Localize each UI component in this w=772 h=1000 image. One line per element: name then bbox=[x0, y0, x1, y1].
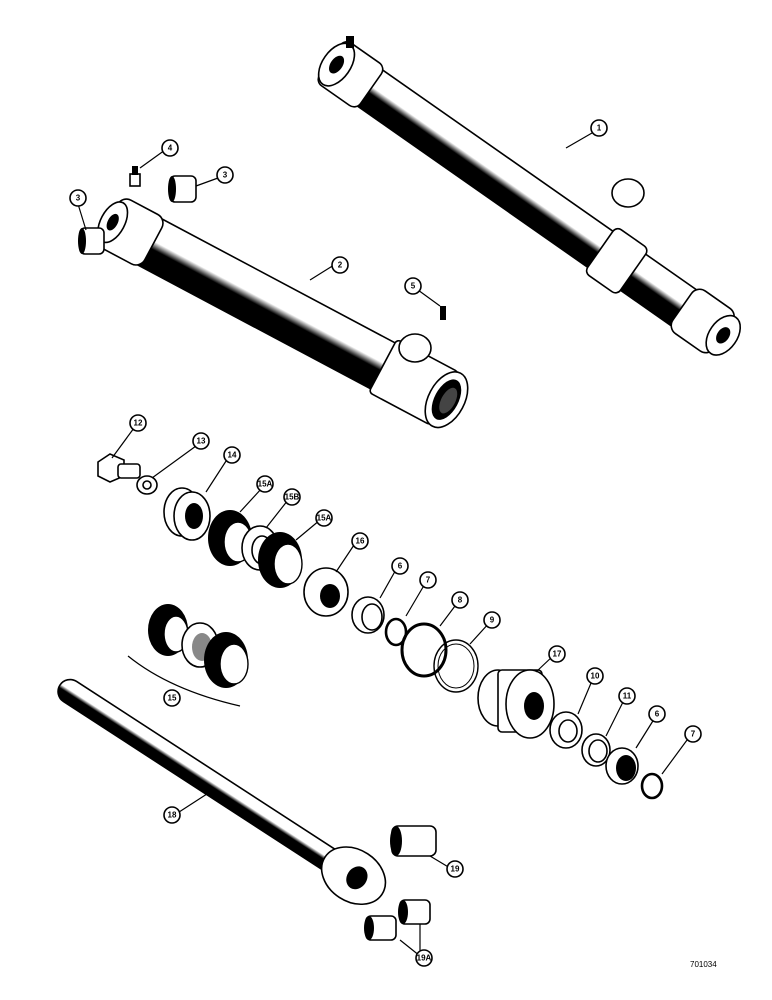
svg-text:3: 3 bbox=[223, 171, 228, 180]
svg-text:4: 4 bbox=[168, 144, 173, 153]
callout-10: 10 bbox=[586, 667, 604, 685]
callout-19: 19 bbox=[446, 860, 464, 878]
hex-bolt bbox=[97, 453, 141, 483]
svg-text:17: 17 bbox=[553, 650, 562, 659]
bushing-19a-bottom bbox=[364, 915, 397, 941]
svg-text:6: 6 bbox=[655, 710, 660, 719]
callout-8: 8 bbox=[451, 591, 469, 609]
callout-19a: 19A bbox=[415, 949, 433, 967]
bushing-19a-top bbox=[398, 899, 431, 925]
callout-15: 15 bbox=[163, 689, 181, 707]
cylinder-tube bbox=[97, 198, 469, 429]
grease-fitting bbox=[129, 166, 141, 187]
svg-text:2: 2 bbox=[338, 261, 343, 270]
svg-text:1: 1 bbox=[597, 124, 602, 133]
callout-16: 16 bbox=[351, 532, 369, 550]
svg-text:19: 19 bbox=[451, 865, 460, 874]
svg-text:10: 10 bbox=[591, 672, 600, 681]
callout-14: 14 bbox=[223, 446, 241, 464]
callout-9: 9 bbox=[483, 611, 501, 629]
callouts: 1 2 3 3 4 5 6 6 7 7 8 9 10 11 12 13 14 1… bbox=[69, 119, 702, 967]
bushing-right bbox=[168, 175, 197, 203]
svg-text:15B: 15B bbox=[285, 493, 300, 502]
o-ring-7 bbox=[384, 617, 408, 647]
callout-6-b: 6 bbox=[648, 705, 666, 723]
callout-7-a: 7 bbox=[419, 571, 437, 589]
callout-4: 4 bbox=[161, 139, 179, 157]
callout-3-left: 3 bbox=[69, 189, 87, 207]
svg-text:12: 12 bbox=[134, 419, 143, 428]
callout-11: 11 bbox=[618, 687, 636, 705]
callout-17: 17 bbox=[548, 645, 566, 663]
svg-text:9: 9 bbox=[490, 616, 495, 625]
wiper-seal-6 bbox=[351, 596, 385, 634]
bushing-19 bbox=[390, 825, 437, 857]
reference-code: 701034 bbox=[690, 960, 717, 969]
callout-6-a: 6 bbox=[391, 557, 409, 575]
svg-text:19A: 19A bbox=[417, 954, 432, 963]
seal-kit-15 bbox=[127, 604, 249, 707]
piston-rod bbox=[57, 678, 387, 906]
backup-ring-9 bbox=[433, 639, 479, 693]
ring-10 bbox=[549, 711, 583, 749]
callout-15b: 15B bbox=[283, 488, 301, 506]
callout-1: 1 bbox=[590, 119, 608, 137]
callout-5: 5 bbox=[404, 277, 422, 295]
svg-text:15: 15 bbox=[168, 694, 177, 703]
svg-text:8: 8 bbox=[458, 596, 463, 605]
set-screw bbox=[440, 306, 446, 320]
piston-head bbox=[163, 487, 211, 541]
svg-text:15A: 15A bbox=[317, 514, 332, 523]
o-ring-7b bbox=[640, 772, 664, 800]
svg-text:3: 3 bbox=[76, 194, 81, 203]
washer bbox=[136, 475, 158, 495]
svg-text:6: 6 bbox=[398, 562, 403, 571]
svg-text:16: 16 bbox=[356, 537, 365, 546]
callout-12: 12 bbox=[129, 414, 147, 432]
callout-13: 13 bbox=[192, 432, 210, 450]
callout-3-right: 3 bbox=[216, 166, 234, 184]
svg-text:14: 14 bbox=[228, 451, 237, 460]
svg-text:11: 11 bbox=[623, 692, 632, 701]
svg-text:5: 5 bbox=[411, 282, 416, 291]
o-ring-8 bbox=[400, 622, 448, 678]
callout-15a-left: 15A bbox=[256, 475, 274, 493]
cylinder-assembly bbox=[317, 36, 742, 356]
callout-18: 18 bbox=[163, 806, 181, 824]
callout-15a-right: 15A bbox=[315, 509, 333, 527]
callout-7-b: 7 bbox=[684, 725, 702, 743]
callout-2: 2 bbox=[331, 256, 349, 274]
retainer-16 bbox=[303, 567, 349, 617]
gland-17 bbox=[477, 669, 555, 739]
wiper-seal-6b bbox=[605, 747, 639, 785]
ring-11 bbox=[581, 733, 611, 767]
bushing-left bbox=[78, 227, 105, 255]
svg-text:18: 18 bbox=[168, 811, 177, 820]
svg-text:7: 7 bbox=[426, 576, 431, 585]
svg-text:13: 13 bbox=[197, 437, 206, 446]
seal-ring-15a-right bbox=[258, 532, 303, 588]
svg-text:15A: 15A bbox=[258, 480, 273, 489]
svg-text:7: 7 bbox=[691, 730, 696, 739]
